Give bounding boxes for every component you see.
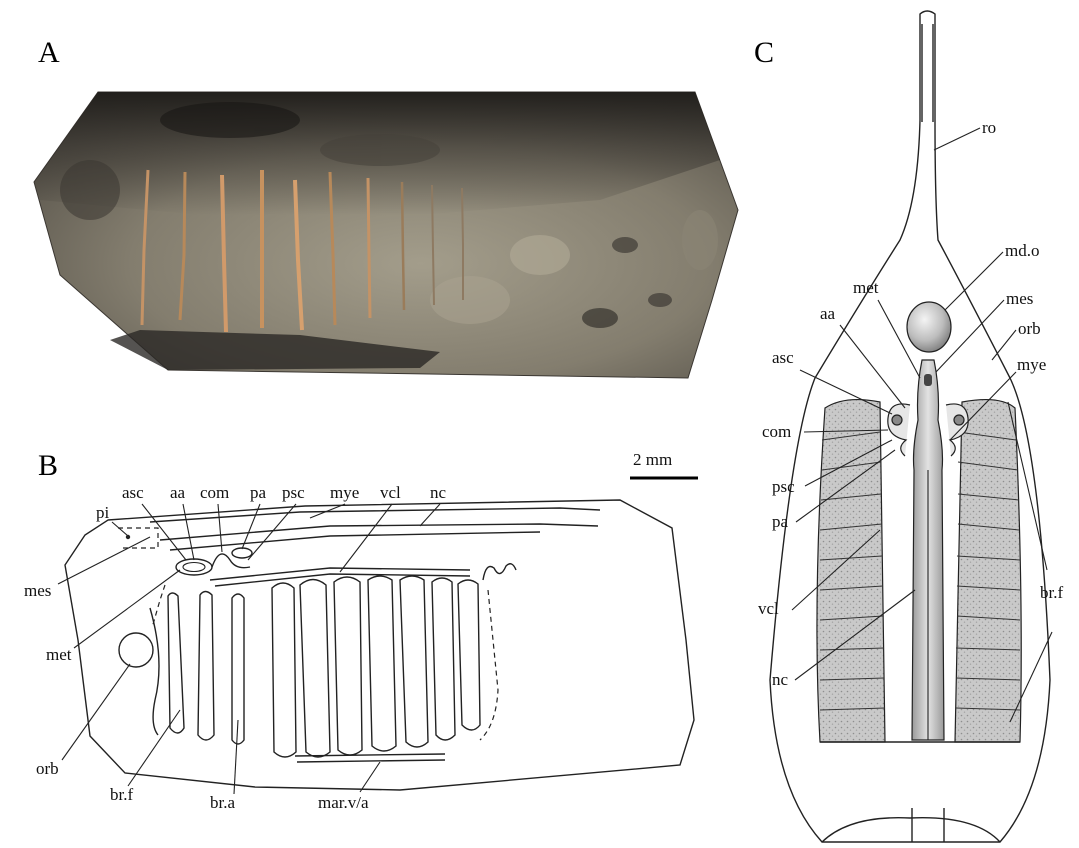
panel-b: B 2 mm [24,449,698,812]
median-organ [907,302,951,352]
label-b-br-a: br.a [210,793,235,812]
panel-b-labels: pi asc aa com pa psc mye vcl nc mes met … [24,483,447,812]
posterior-ampulla-b [232,548,252,558]
label-c-mes: mes [1006,289,1033,308]
label-c-nc: nc [772,670,789,689]
orbit-b [119,633,153,667]
gill-pouch-9 [432,578,455,740]
label-b-mes: mes [24,581,51,600]
label-c-aa: aa [820,304,836,323]
gill-pouch-10 [458,580,480,730]
panel-a-label: A [38,36,60,69]
pineal-c [924,374,932,386]
panel-a: A [34,36,738,378]
label-b-vcl: vcl [380,483,401,502]
gill-region-right [955,400,1021,742]
pineal-region [118,528,158,548]
label-c-pa: pa [772,512,789,531]
gill-pouch-1 [168,593,184,733]
marginal-vessel [295,754,445,756]
tail-hook [483,564,516,580]
gill-pouch-5 [300,580,330,758]
anterior-ampulla-b [176,559,212,575]
label-c-vcl: vcl [758,599,779,618]
gill-pouch-4 [272,583,296,757]
scale-bar: 2 mm [630,450,698,478]
gill-pouch-2 [198,592,214,741]
scale-bar-label: 2 mm [633,450,672,469]
gill-region-left [817,400,885,742]
fossil-photo [34,92,738,378]
branchial-pouches-b [168,576,480,762]
myelencephalon-b [150,508,600,522]
panel-c: C [754,11,1063,842]
label-c-asc: asc [772,348,794,367]
label-c-com: com [762,422,791,441]
label-b-nc: nc [430,483,447,502]
label-b-psc: psc [282,483,305,502]
label-c-orb: orb [1018,319,1041,338]
gill-pouch-8 [400,576,428,747]
label-b-orb: orb [36,759,59,778]
label-c-met: met [853,278,879,297]
label-b-mye: mye [330,483,359,502]
label-b-met: met [46,645,72,664]
label-b-asc: asc [122,483,144,502]
label-b-pa: pa [250,483,267,502]
mouth-opening [822,818,1000,842]
label-c-md-o: md.o [1005,241,1039,260]
marginal-vessel-2 [297,760,445,762]
label-b-com: com [200,483,229,502]
label-b-aa: aa [170,483,186,502]
label-c-br-f: br.f [1040,583,1063,602]
commissure-b [212,554,250,568]
slab-outline [65,500,694,790]
panel-c-label: C [754,36,774,69]
label-c-psc: psc [772,477,795,496]
label-b-mar-va: mar.v/a [318,793,369,812]
label-c-mye: mye [1017,355,1046,374]
posterior-dash [480,590,498,740]
label-b-br-f: br.f [110,785,133,804]
head-curve [150,608,159,735]
label-b-pi: pi [96,503,110,522]
gill-pouch-7 [368,576,396,751]
gill-pouch-6 [334,577,362,755]
anterior-ampulla-b-inner [183,563,205,572]
label-c-ro: ro [982,118,996,137]
panel-b-label: B [38,449,58,482]
